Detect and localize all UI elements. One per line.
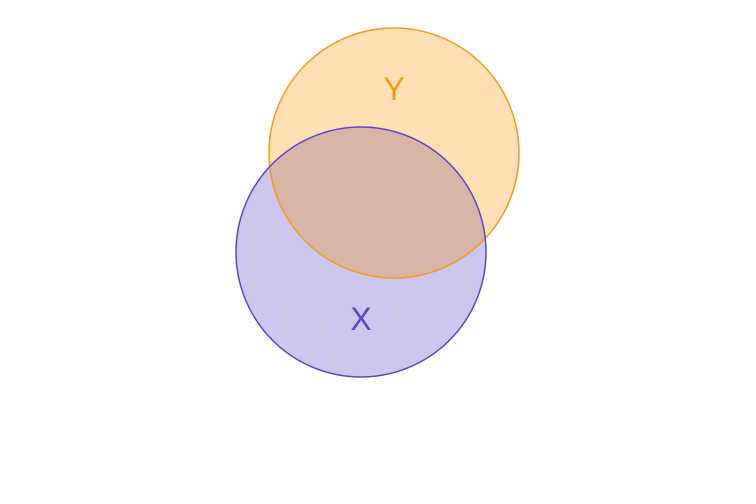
set-x-label: X — [350, 301, 371, 337]
set-x-outline — [235, 126, 487, 378]
set-y-label: Y — [383, 71, 404, 107]
overlap-region — [269, 127, 486, 278]
set-y-outline — [268, 27, 520, 279]
